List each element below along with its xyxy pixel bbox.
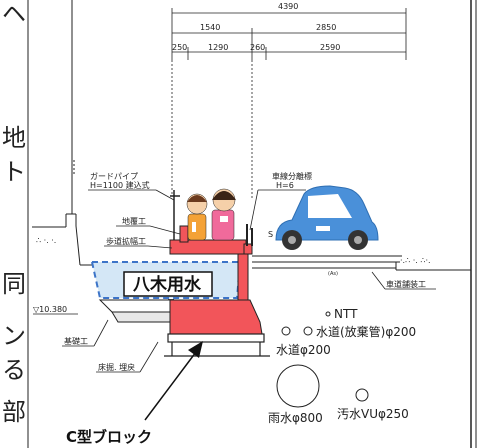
c-block-arrowhead [188, 341, 203, 358]
dimension-lines [171, 8, 407, 200]
utility-pipes [276, 311, 369, 408]
dim-separator: 260 [250, 43, 265, 52]
leader-lines [62, 189, 436, 373]
pavement-label: 車道舗装工 [386, 279, 426, 289]
margin-char-7: 部 [2, 398, 26, 426]
guard-pipe-label: ガードパイプ [90, 171, 138, 181]
foundation-label: 基礎工 [64, 336, 88, 346]
lane-marker-mark: S [268, 230, 273, 239]
as-mark: (As) [328, 271, 338, 277]
existing-wall [32, 0, 95, 266]
dim-road-inner: 2590 [320, 43, 340, 52]
car-illustration [275, 185, 379, 250]
channel-name: 八木用水 [133, 274, 202, 295]
margin-char-1: ヘ [2, 0, 26, 28]
margin-char-4: 同 [2, 270, 26, 298]
dim-curb-left: 250 [172, 43, 187, 52]
rain-pipe-label: 雨水φ800 [268, 411, 323, 425]
ground-hatch-right: ·.∴ ·. ∴·. [400, 256, 431, 265]
margin-char-3: ト [2, 158, 26, 186]
lane-marker-posts [246, 224, 253, 246]
c-block-label: C型ブロック [66, 428, 152, 446]
lane-marker-height: H=6 [276, 181, 294, 190]
guard-pipe-height: H=1100 建込式 [90, 180, 150, 190]
waterworks-label: 水道φ200 [276, 343, 331, 357]
ground-hatch-left: ∴ ·. ·. [36, 236, 56, 245]
water-level-label: ▽10.380 [33, 305, 67, 314]
jifuku-label: 地覆工 [122, 216, 146, 226]
dim-sidewalk: 1540 [200, 23, 220, 32]
ntt-label: NTT [334, 307, 358, 321]
dim-roadway: 2850 [316, 23, 336, 32]
dim-total: 4390 [278, 2, 298, 11]
margin-char-5: ン [2, 322, 26, 350]
floor-fill-label: 床掘. 埋戻 [98, 362, 135, 372]
children-illustration [186, 188, 236, 241]
dim-sidewalk-inner: 1290 [208, 43, 228, 52]
lane-marker-label: 車線分離標 [272, 171, 312, 181]
channel-label-box [123, 271, 213, 297]
road-surface [252, 255, 471, 271]
block-base-frame [164, 333, 270, 357]
guard-pipe [170, 190, 180, 240]
margin-char-6: る [2, 356, 26, 384]
margin-char-2: 地 [2, 124, 26, 152]
c-block-structure [169, 225, 263, 335]
sidewalk-widen-label: 歩道拡幅工 [106, 236, 146, 246]
c-block-arrow-line [144, 351, 197, 421]
sewage-pipe-label: 汚水VUφ250 [337, 407, 409, 421]
waterworks-abandoned-label: 水道(放棄管)φ200 [316, 324, 416, 339]
